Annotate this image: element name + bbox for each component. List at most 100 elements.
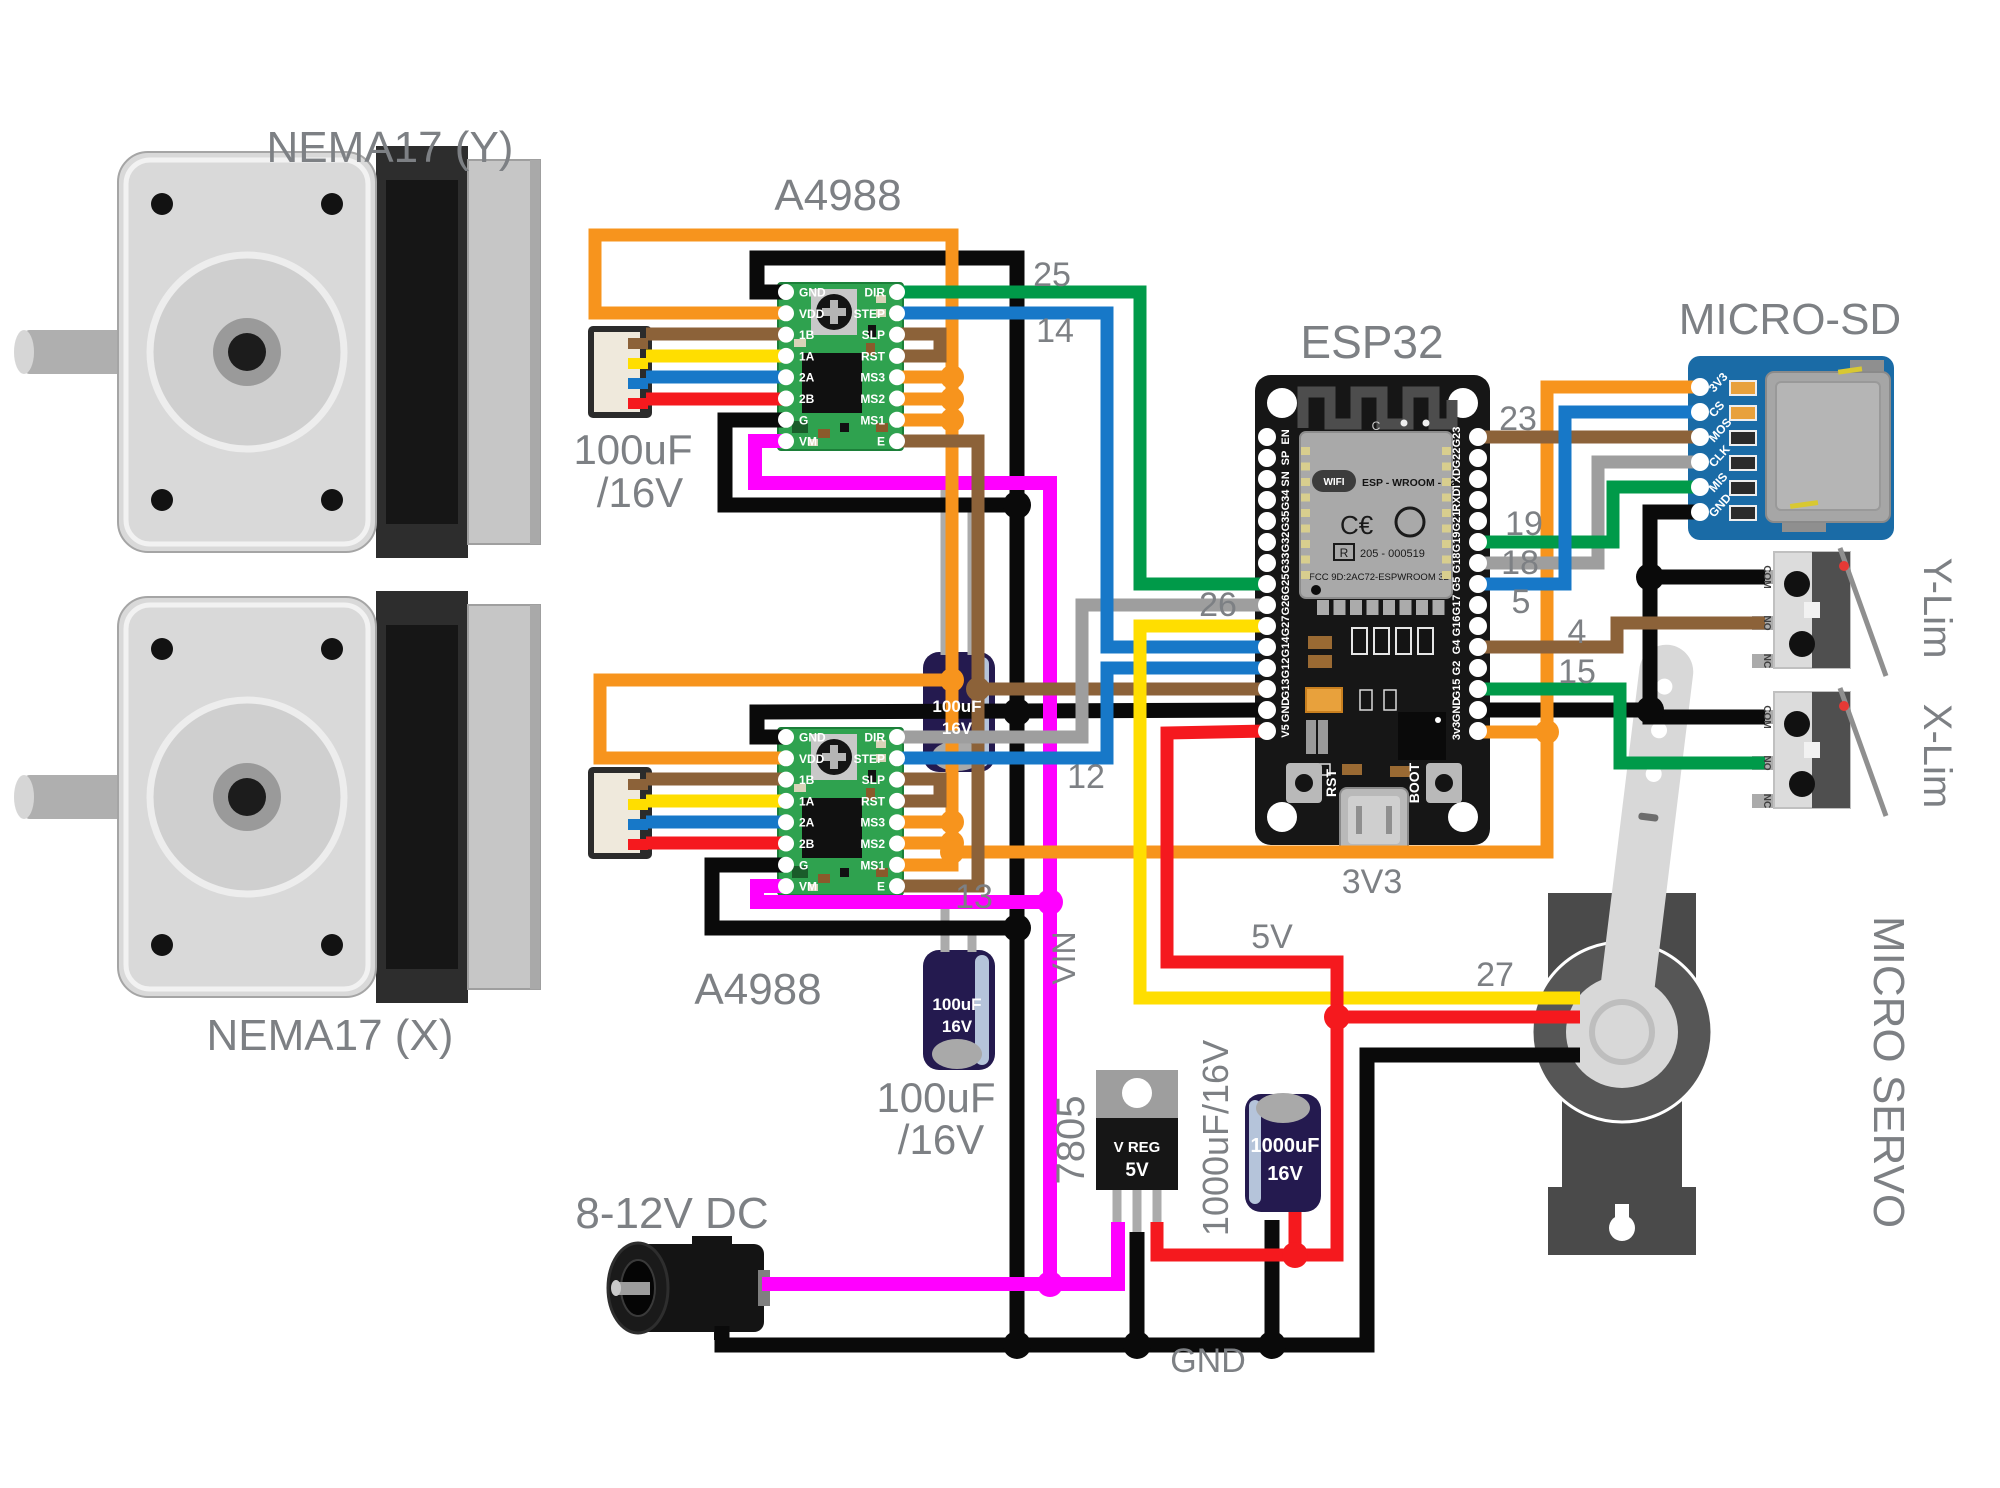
mount-hole: [1448, 802, 1478, 832]
wire-vin-vertical-to-vm-y-junction: [1037, 1271, 1063, 1297]
label-12: 12: [1067, 758, 1105, 796]
wire-gnd-driver-y-g: [717, 412, 1017, 513]
a4988-y-pin-GND: [778, 284, 794, 300]
smd: [1342, 764, 1362, 775]
wire-ylim-no-4: [1478, 616, 1765, 654]
a4988-y-pin-RST: [889, 347, 905, 364]
esp32-pin-G18: [1469, 554, 1487, 572]
servo-horn-arm: [1597, 644, 1694, 1043]
label-14: 14: [1036, 312, 1074, 350]
smd: [1373, 627, 1390, 655]
capacitor-top: [1256, 1093, 1310, 1123]
wire-xlim-no-15: [1478, 682, 1765, 770]
label-cap-y-1: 100uF: [573, 426, 692, 473]
label-a4988-y: A4988: [774, 171, 901, 220]
a4988-y-pinlabel: RST: [861, 349, 886, 363]
smd: [1729, 380, 1757, 396]
a4988-y-pin-SLP: [889, 326, 905, 343]
wire-step-x-12: [899, 661, 1267, 765]
esp32-pinlabel: G18: [1451, 553, 1463, 574]
micro-servo: [1530, 644, 1714, 1255]
r-mark: R: [1340, 546, 1349, 560]
wire-gnd-driver-y-loop-junction: [1003, 914, 1031, 942]
wire-gnd-sd-to-xlim-junction: [1636, 563, 1664, 591]
module-pad: [1442, 462, 1451, 471]
label-cap-y-2: /16V: [597, 469, 683, 516]
wire-vin-vm-x: [750, 879, 1050, 909]
module-pad: [1301, 447, 1310, 455]
wire-3v3-vdd-y-ms-bus-junction: [940, 810, 964, 834]
a4988-y-pinlabel: E: [877, 435, 885, 449]
label-27: 27: [1476, 956, 1514, 994]
a4988-x-pin-VM: [778, 878, 794, 895]
a4988-x-pinlabel: 1A: [799, 794, 815, 808]
a4988-y-pinlabel: DIR: [864, 286, 885, 300]
module-c-mark: C: [1372, 419, 1381, 433]
esp32-pinlabel: G21: [1451, 511, 1463, 532]
mount-hole: [1267, 802, 1297, 832]
voltage-regulator-7805: [1096, 1070, 1178, 1190]
esp32-pinlabel: G34: [1280, 489, 1292, 511]
dc-barrel-jack: [606, 1236, 770, 1340]
wire-gnd-driver-x-g: [704, 857, 1017, 936]
a4988-y-pin-G: [778, 411, 794, 428]
esp32-pinlabel: V5: [1280, 724, 1292, 737]
a4988-y-pin-MS2: [889, 390, 905, 407]
a4988-y-pin-VDD: [778, 305, 794, 322]
wire-servo-signal-27: [1133, 619, 1580, 1005]
esp32-pin-G15: [1469, 680, 1487, 698]
x-limit-pinlabel: COM: [1761, 705, 1772, 728]
module-pad: [1301, 540, 1310, 548]
wire-gnd-sd-to-xlim-junction: [1636, 696, 1664, 724]
wire-5v-vreg-to-esp: [1150, 724, 1344, 1262]
module-pad: [1366, 600, 1379, 615]
a4988-x-pinlabel: DIR: [864, 731, 885, 745]
wire-gnd-sd-to-xlim: [1642, 504, 1765, 725]
esp32-pin-EN: [1258, 428, 1276, 446]
cap-y-print: 100uF: [932, 697, 981, 716]
wire-gnd-bus-bottom-to-servo-junction: [1003, 1331, 1031, 1359]
rst-button-cap: [1295, 774, 1313, 792]
cap-bulk-print: 16V: [1267, 1163, 1303, 1185]
label-esp32: ESP32: [1300, 316, 1443, 368]
esp32-pin-G4: [1469, 638, 1487, 656]
esp32-pin-GND: [1469, 701, 1487, 719]
a4988-y-pinlabel: MS2: [860, 392, 885, 406]
wifi-logo-text: WIFI: [1323, 477, 1344, 488]
a4988-y-pin-E: [889, 433, 905, 450]
esp32-pin-GND: [1258, 701, 1276, 719]
capacitor-stripe: [1249, 1100, 1261, 1204]
a4988-x-pinlabel: MS3: [860, 816, 885, 830]
a4988-x-pin-STEP: [889, 750, 905, 767]
module-pad: [1301, 555, 1310, 564]
a4988-y-pinlabel: G: [799, 413, 808, 427]
a4988-y-pinlabel: SLP: [862, 328, 885, 342]
microsd-pin-3V3: [1691, 378, 1709, 396]
a4988-x-pin-VDD: [778, 750, 794, 767]
esp32-pinlabel: G35: [1280, 511, 1292, 532]
smd: [1729, 505, 1757, 521]
vreg-print: V REG: [1114, 1139, 1161, 1156]
esp32-pinlabel: G23: [1451, 427, 1463, 448]
label-gnd: GND: [1170, 1342, 1246, 1380]
horn-hole: [1656, 678, 1673, 695]
microsd-pin-MOS: [1691, 428, 1709, 446]
y-limit-pinlabel: COM: [1761, 565, 1772, 588]
module-pad: [1442, 571, 1451, 579]
a4988-x-pin-2B: [778, 835, 794, 852]
wire-gnd-bus-bottom-to-servo-junction: [1123, 1331, 1151, 1359]
esp32-pinlabel: G33: [1280, 553, 1292, 574]
a4988-x-pinlabel: 1B: [799, 773, 815, 787]
module-pad: [1442, 478, 1451, 486]
label-xlim: X-Lim: [1915, 704, 1959, 808]
wire-gnd-driver-y-loop-junction: [1003, 491, 1031, 519]
a4988-x-pinlabel: VM: [799, 880, 817, 894]
a4988-y-pinlabel: 1B: [799, 328, 815, 342]
a4988-y-pinlabel: MS3: [860, 371, 885, 385]
smd: [1395, 627, 1412, 655]
esp32-pin-G32: [1258, 533, 1276, 551]
label-15: 15: [1558, 653, 1596, 691]
horn-hole: [1651, 722, 1668, 739]
esp32-pin-G26: [1258, 596, 1276, 614]
nema17-x-motor: [14, 591, 652, 1003]
